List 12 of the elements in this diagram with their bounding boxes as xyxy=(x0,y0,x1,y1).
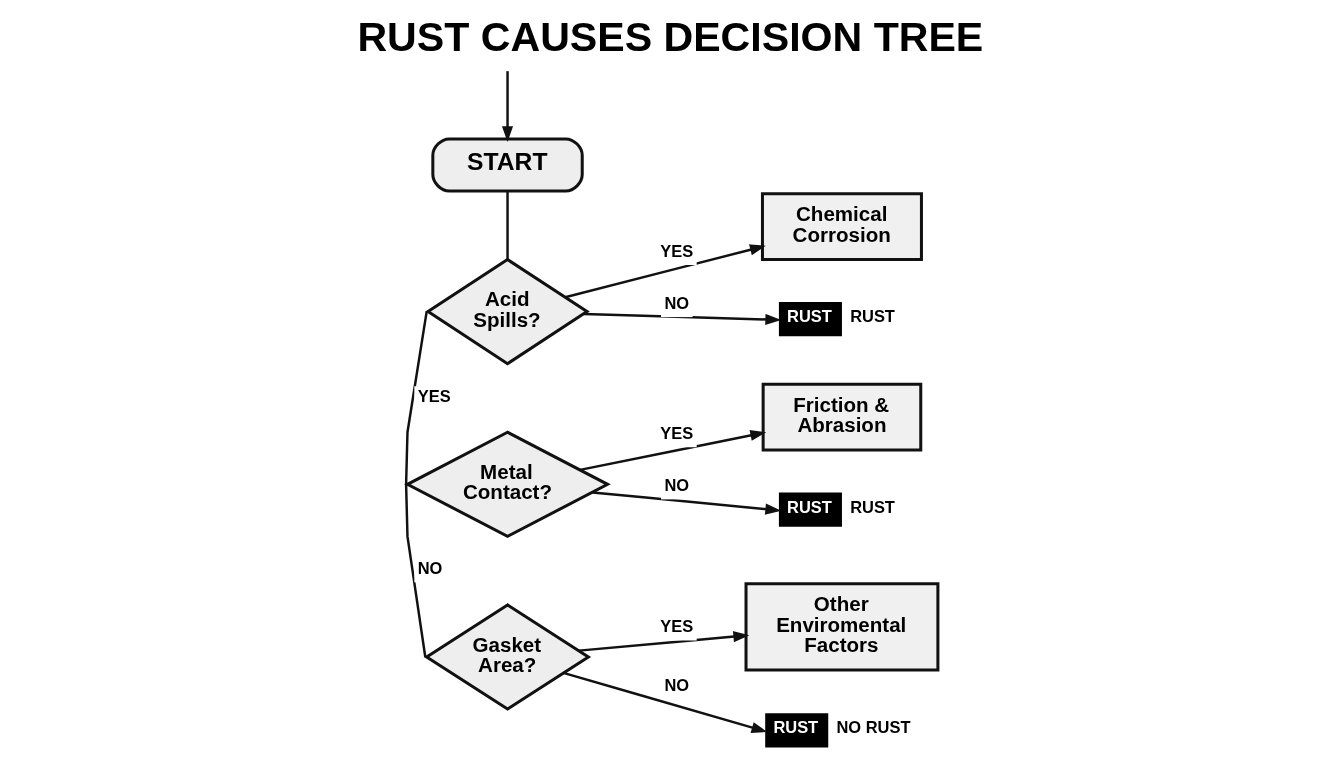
diagram-title: RUST CAUSES DECISION TREE xyxy=(357,13,984,60)
edge-label: NO xyxy=(664,294,690,312)
node-label: NO RUST xyxy=(836,718,911,737)
node-label: RUST xyxy=(850,497,895,516)
edge-label: YES xyxy=(660,617,694,636)
edge-label: NO xyxy=(664,476,690,495)
node-label: RUST xyxy=(850,307,895,326)
edge-label: YES xyxy=(660,424,694,443)
edge-label: YES xyxy=(417,386,451,405)
edge-label: NO xyxy=(664,676,690,695)
edge-label: NO xyxy=(417,559,443,578)
edge-label: YES xyxy=(660,241,694,260)
